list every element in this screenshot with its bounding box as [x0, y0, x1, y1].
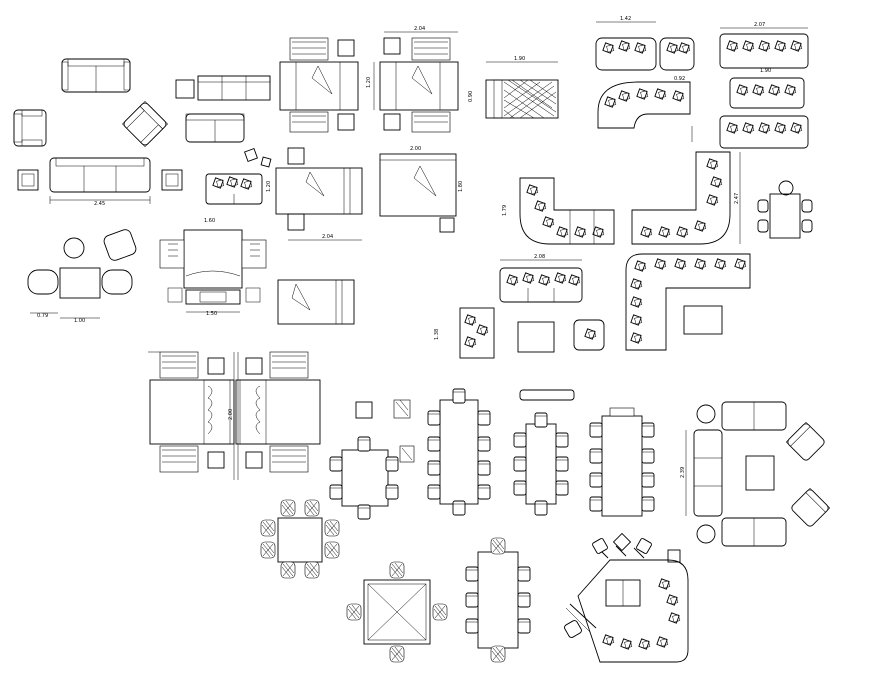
dim-label: 1.80 [458, 181, 464, 192]
dining-table-dark-six [465, 537, 531, 663]
dim-label: 1.20 [266, 181, 272, 192]
sofa-cushion-mid: 2.08 [499, 254, 583, 303]
dim-label: 2.04 [414, 26, 425, 32]
sofa-curved-top [597, 81, 693, 142]
sofa-cushion-top-left: 1.42 0.92 [595, 16, 695, 82]
dining-set-round-chairs: 0.79 1.00 [27, 229, 137, 324]
twin-beds-block: 2.00 [148, 351, 321, 480]
sectional-l-right: 2.47 [631, 151, 741, 245]
sofa-three-seat-small [197, 75, 271, 101]
sofa-three-seat [49, 157, 151, 193]
angled-sectional-set [564, 532, 689, 663]
dim-label: 1.90 [514, 56, 525, 62]
bed-single-b: 2.00 1.80 [379, 146, 464, 233]
dim-label: 1.20 [366, 77, 372, 88]
dim-label: 2.39 [680, 467, 686, 478]
media-console-hatched: 1.90 0.90 [468, 56, 559, 119]
dim-label: 2.04 [322, 234, 333, 240]
dining-table-six [513, 389, 575, 516]
dim-label: 2.47 [734, 193, 740, 204]
square-table-canopy [346, 561, 448, 663]
sectional-l-left: 1.79 [502, 177, 615, 245]
dim-label: 2.00 [228, 409, 234, 420]
armchair-rotated [122, 101, 168, 147]
dim-label: 1.50 [206, 311, 217, 317]
bed-double-a: 1.60 1.50 [159, 218, 267, 317]
dim-label: 2.07 [754, 22, 765, 28]
dim-label: 0.92 [674, 76, 685, 82]
dim-label: 1.60 [204, 218, 215, 224]
sofa-with-cushions [205, 173, 263, 205]
dim-label: 1.90 [760, 68, 771, 74]
living-room-set: 2.39 [680, 401, 831, 547]
loveseat-small [185, 113, 245, 143]
sofa-right-stack: 2.07 1.90 [719, 22, 809, 149]
dimension-line: 2.45 [49, 196, 151, 207]
chaise-unit: 1.38 [434, 307, 605, 359]
armchair-left [13, 109, 47, 147]
end-table-left [17, 169, 39, 191]
dining-set-four [757, 180, 813, 239]
bed-single-a: 2.04 1.20 [266, 147, 363, 241]
dim-label: 1.38 [434, 329, 440, 340]
bed-single-c [277, 279, 355, 325]
dim-label: 0.90 [468, 91, 474, 102]
sectional-l-large [625, 253, 751, 351]
sofa-two-seat [61, 58, 131, 93]
end-table-right [161, 169, 183, 191]
dim-label: 1.00 [74, 318, 85, 324]
dining-table-eight-b [589, 407, 655, 517]
dim-label: 1.79 [502, 205, 508, 216]
small-chairs-pair [244, 148, 272, 168]
dim-label: 2.45 [94, 201, 105, 207]
dim-label: 0.79 [37, 313, 48, 319]
dim-label: 2.08 [534, 254, 545, 260]
dining-set-dark-chairs [260, 499, 340, 579]
dim-label: 1.42 [620, 16, 631, 22]
bed-double-c: 2.04 1.20 [366, 26, 459, 133]
side-table-a [175, 79, 195, 99]
dining-table-eight [427, 388, 491, 516]
dining-table-six-small [329, 399, 415, 520]
dim-label: 2.00 [410, 146, 421, 152]
bed-double-b [279, 37, 359, 133]
